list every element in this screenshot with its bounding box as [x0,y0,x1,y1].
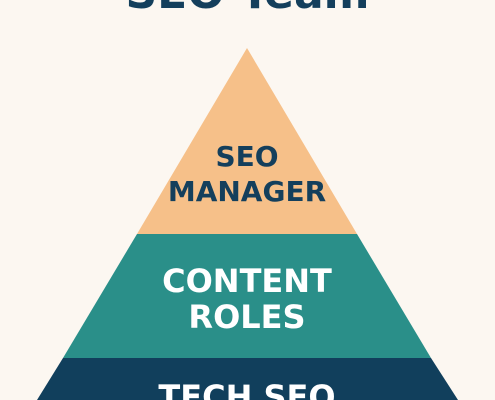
tier-middle-line2: ROLES [188,298,305,336]
tier-top-line1: SEO [215,140,278,173]
tier-bottom-line1: TECH SEO [158,378,335,400]
tier-middle-line1: CONTENT [162,262,332,300]
tier-top [137,48,357,234]
tier-top-line2: MANAGER [168,175,326,208]
tier-middle [63,234,431,358]
diagram-title: SEO Team [125,0,369,19]
tier-bottom [37,358,458,400]
